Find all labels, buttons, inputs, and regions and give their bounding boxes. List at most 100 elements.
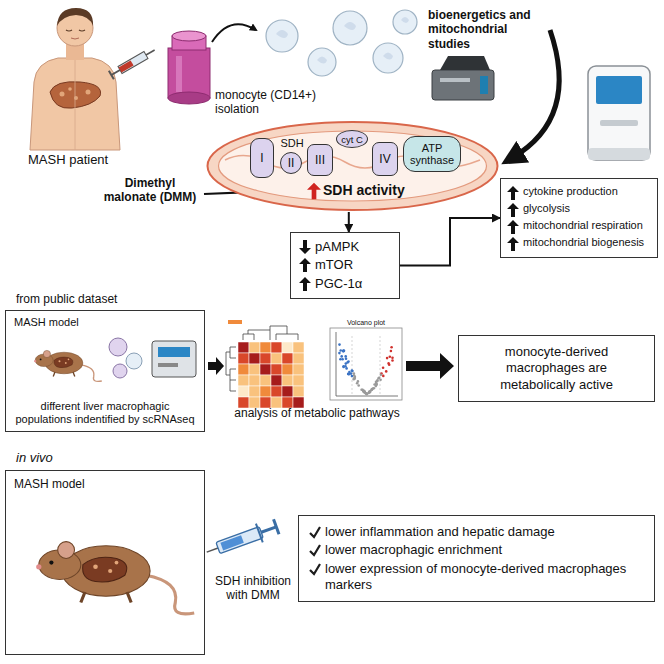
g-shape: [36, 542, 194, 614]
volcano-point: [391, 357, 394, 360]
ellipse-shape: [168, 92, 210, 104]
node-text: from public dataset: [16, 292, 117, 306]
path-shape: [54, 357, 73, 368]
volcano-point: [342, 350, 345, 353]
circle-shape: [65, 362, 67, 364]
seahorse-analyzer: [432, 56, 494, 100]
path-shape: [83, 557, 127, 582]
list-row: PGC-1α: [299, 276, 391, 292]
rect-shape: [158, 347, 190, 357]
rect-shape: [118, 52, 148, 74]
line-shape: [336, 396, 398, 397]
circle-shape: [59, 360, 61, 362]
circle-shape: [36, 564, 41, 569]
circle-shape: [266, 20, 298, 52]
path-shape: [81, 592, 131, 603]
circle-shape: [333, 11, 367, 45]
flow-arrow: [406, 353, 454, 379]
circle-shape: [115, 561, 119, 565]
volcano-point: [386, 357, 389, 360]
heatmap-cell: [260, 342, 271, 353]
volcano-point: [382, 366, 385, 369]
rect-shape: [176, 56, 182, 92]
volcano-point: [368, 391, 371, 394]
flow-arrow: [208, 357, 224, 375]
increase-arrow: [507, 203, 519, 217]
line-shape: [111, 70, 120, 75]
heatmap-cell: [238, 364, 249, 375]
complex-iv: IV: [372, 142, 398, 176]
volcano-point: [382, 375, 385, 378]
icon-path: [307, 183, 321, 199]
path-shape: [57, 8, 93, 26]
icon-path: [507, 237, 519, 251]
list-row: pAMPK: [299, 239, 391, 255]
heatmap-cell: [293, 342, 304, 353]
volcano-point: [347, 360, 350, 363]
volcano-point: [390, 350, 393, 353]
node-text: lower inflammation and hepatic damage: [325, 524, 555, 540]
list-row: lower expression of monocyte-derived mac…: [309, 561, 644, 594]
volcano-point: [351, 369, 354, 372]
rect-shape: [588, 66, 650, 160]
volcano-point: [338, 343, 341, 346]
ellipse-shape: [219, 131, 487, 201]
node-text: different liver macrophagic populations …: [12, 400, 198, 426]
volcano-point: [339, 349, 342, 352]
volcano-point: [391, 359, 394, 362]
monocyte-cells: [266, 10, 417, 76]
volcano-point: [342, 366, 345, 369]
line-shape: [109, 71, 114, 80]
volcano-point: [385, 370, 388, 373]
path-shape: [66, 30, 85, 31]
node-text: in vivo: [16, 450, 53, 465]
rect-shape: [440, 78, 470, 82]
icon-path: [507, 203, 519, 217]
outcome-box: lower inflammation and hepatic damage low…: [298, 515, 655, 602]
heatmap-cell: [271, 375, 282, 386]
circle-shape: [43, 350, 50, 357]
heatmap-cell: [293, 375, 304, 386]
volcano-point: [342, 349, 345, 352]
heatmap-cell: [293, 364, 304, 375]
cytochrome-c: cyt C: [336, 130, 368, 148]
circle-shape: [109, 338, 127, 356]
dataset-panel: from public datasetMASH modeldifferent l…: [5, 310, 205, 432]
node-text: monocyte-derived macrophages are metabol…: [467, 344, 646, 393]
volcano-point: [351, 370, 354, 373]
line-shape: [256, 524, 263, 543]
circle-shape: [58, 542, 75, 559]
heatmap-cell: [271, 386, 282, 397]
ellipse-shape: [172, 31, 206, 41]
icon-path: [507, 220, 519, 234]
heatmap-cell: [282, 375, 293, 386]
patient-figure: [30, 8, 120, 150]
volcano-point: [365, 393, 368, 396]
path-shape: [30, 58, 120, 150]
rect-shape: [432, 70, 494, 100]
scale-bar: [228, 320, 242, 324]
path-shape: [146, 575, 194, 614]
volcano-point: [343, 350, 346, 353]
atp-synthase: ATP synthase: [403, 136, 461, 172]
volcano-point: [357, 380, 360, 383]
volcano-point: [380, 374, 383, 377]
check-mark: [309, 562, 321, 576]
isolation-tube: [168, 31, 210, 104]
path-shape: [440, 56, 490, 70]
list-row: lower macrophagic enrichment: [309, 542, 644, 558]
volcano-point: [363, 390, 366, 393]
volcano-point: [368, 390, 371, 393]
heatmap-cell: [271, 342, 282, 353]
node-text: PGC-1α: [315, 276, 362, 292]
node-text: cyt C: [341, 134, 363, 145]
list-row: cytokine production: [507, 185, 651, 200]
volcano-point: [368, 391, 371, 394]
volcano-point: [363, 391, 366, 394]
icon-path: [299, 277, 311, 291]
path-shape: [317, 57, 327, 64]
heatmap-cell: [238, 353, 249, 364]
cell-nuclei: [276, 17, 409, 64]
circle-shape: [393, 10, 417, 34]
volcano-point: [342, 365, 345, 368]
